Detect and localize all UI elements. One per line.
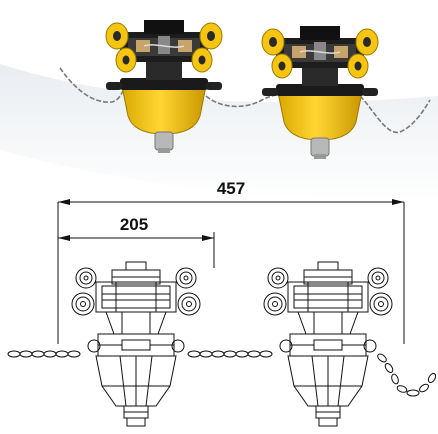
chain-drawing [7, 350, 437, 397]
dimension-label-205: 205 [120, 215, 148, 234]
chain-right-photo [359, 95, 431, 133]
drawing-carrier-right [263, 261, 393, 427]
drawing-carrier-left [71, 261, 201, 427]
dimension-457: 457 [57, 179, 405, 344]
technical-drawing: 457 205 [7, 179, 437, 427]
product-photo [59, 19, 431, 160]
dimension-label-457: 457 [217, 179, 245, 198]
dimension-205: 205 [58, 215, 215, 268]
chain-left-photo [59, 67, 127, 103]
